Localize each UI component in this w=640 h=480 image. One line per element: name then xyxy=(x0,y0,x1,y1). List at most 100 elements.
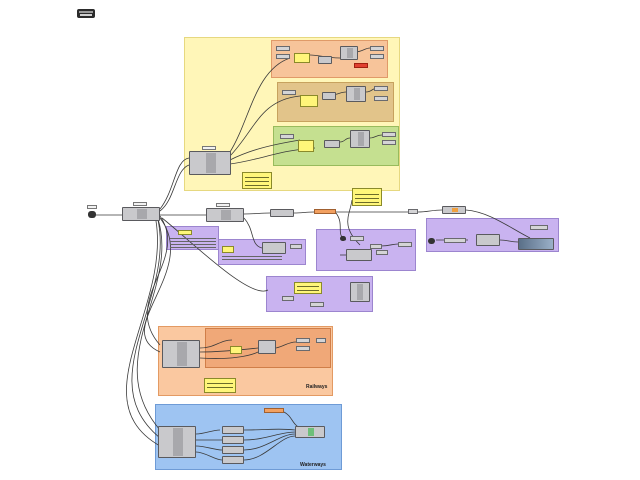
waterways-component[interactable] xyxy=(222,426,244,434)
wire xyxy=(146,215,168,346)
aggregator-component[interactable] xyxy=(189,151,231,175)
wire xyxy=(199,351,259,359)
wire xyxy=(159,157,190,210)
railways-hub-component[interactable] xyxy=(162,340,200,368)
wire xyxy=(161,217,269,292)
param-output[interactable] xyxy=(290,244,302,249)
wire xyxy=(229,57,291,153)
wire xyxy=(126,220,161,447)
param-input[interactable] xyxy=(280,134,294,139)
railways-component[interactable] xyxy=(258,340,276,354)
wire xyxy=(243,435,296,461)
wire xyxy=(229,139,301,161)
wire xyxy=(243,431,296,441)
purple-component[interactable] xyxy=(262,242,286,254)
param-input[interactable] xyxy=(276,54,290,59)
second-hub-component[interactable] xyxy=(206,208,244,222)
param-input[interactable] xyxy=(282,296,294,301)
wire xyxy=(499,239,519,243)
wire xyxy=(243,428,296,431)
group-title-railways: Railways xyxy=(306,384,328,390)
param-output[interactable] xyxy=(374,86,388,91)
boolean-toggle[interactable] xyxy=(88,211,96,218)
param-output[interactable] xyxy=(296,346,310,351)
param-output[interactable] xyxy=(316,338,326,343)
wire xyxy=(199,347,259,353)
wire xyxy=(243,217,263,249)
waterways-component[interactable] xyxy=(222,456,244,464)
geometry-component[interactable] xyxy=(346,86,366,102)
wire xyxy=(243,433,296,451)
badge-value-bar xyxy=(80,14,92,16)
preview-component[interactable] xyxy=(518,238,554,250)
chain-component[interactable] xyxy=(270,209,294,217)
param-output[interactable] xyxy=(374,96,388,101)
wire xyxy=(199,339,233,349)
note-panel[interactable] xyxy=(222,246,234,253)
toggle-control[interactable] xyxy=(340,236,346,241)
wire xyxy=(136,218,163,431)
info-panel[interactable] xyxy=(294,282,322,294)
param-output[interactable] xyxy=(296,338,310,343)
geometry-component[interactable] xyxy=(350,130,370,148)
chain-param-orange[interactable] xyxy=(314,209,336,214)
output-component[interactable] xyxy=(324,140,340,148)
purple-component[interactable] xyxy=(350,282,370,302)
main-hub-component[interactable] xyxy=(122,207,160,221)
chain-param[interactable] xyxy=(408,209,418,214)
note-panel[interactable] xyxy=(230,346,242,354)
param-output[interactable] xyxy=(376,250,388,255)
param-output[interactable] xyxy=(382,140,396,145)
param-input[interactable] xyxy=(282,90,296,95)
wire xyxy=(293,211,315,214)
param-input[interactable] xyxy=(370,244,382,249)
badge-label-bar xyxy=(79,11,93,13)
group-title-waterways: Waterways xyxy=(300,462,326,468)
wire xyxy=(339,137,351,143)
wire xyxy=(275,341,297,349)
param-output[interactable] xyxy=(530,225,548,230)
note-text xyxy=(170,238,216,248)
param-input[interactable] xyxy=(310,302,324,307)
waterways-component[interactable] xyxy=(222,436,244,444)
param-input[interactable] xyxy=(444,238,466,243)
note-panel[interactable] xyxy=(178,230,192,235)
note-panel[interactable] xyxy=(300,95,318,107)
wire xyxy=(195,429,221,435)
purple-component[interactable] xyxy=(476,234,500,246)
wire xyxy=(131,219,161,439)
param-output[interactable] xyxy=(370,54,384,59)
chain-component[interactable] xyxy=(442,206,466,214)
waterways-param-orange[interactable] xyxy=(264,408,284,413)
wire xyxy=(159,164,190,212)
param-output-red[interactable] xyxy=(354,63,368,68)
wire xyxy=(195,445,223,451)
param-input[interactable] xyxy=(276,46,290,51)
waterways-output[interactable] xyxy=(295,426,325,438)
hub-label xyxy=(133,202,147,206)
output-component[interactable] xyxy=(318,56,332,64)
param-output[interactable] xyxy=(370,46,384,51)
second-hub-label xyxy=(216,203,230,207)
waterways-component[interactable] xyxy=(222,446,244,454)
wire xyxy=(369,134,383,139)
wire xyxy=(229,95,301,157)
note-panel[interactable] xyxy=(294,53,310,63)
toggle-control[interactable] xyxy=(428,238,435,244)
info-panel[interactable] xyxy=(352,188,382,206)
purple-component[interactable] xyxy=(346,249,372,261)
output-component[interactable] xyxy=(322,92,336,100)
railways-panel[interactable] xyxy=(204,378,236,393)
geometry-component[interactable] xyxy=(340,46,358,60)
aggregator-panel[interactable] xyxy=(242,172,272,189)
wire xyxy=(379,243,399,247)
waterways-hub-component[interactable] xyxy=(158,426,196,458)
wire xyxy=(144,217,171,353)
canvas-badge xyxy=(77,9,95,18)
param-input[interactable] xyxy=(350,236,364,241)
param-input[interactable] xyxy=(398,242,412,247)
note-panel[interactable] xyxy=(298,140,314,152)
param-output[interactable] xyxy=(382,132,396,137)
